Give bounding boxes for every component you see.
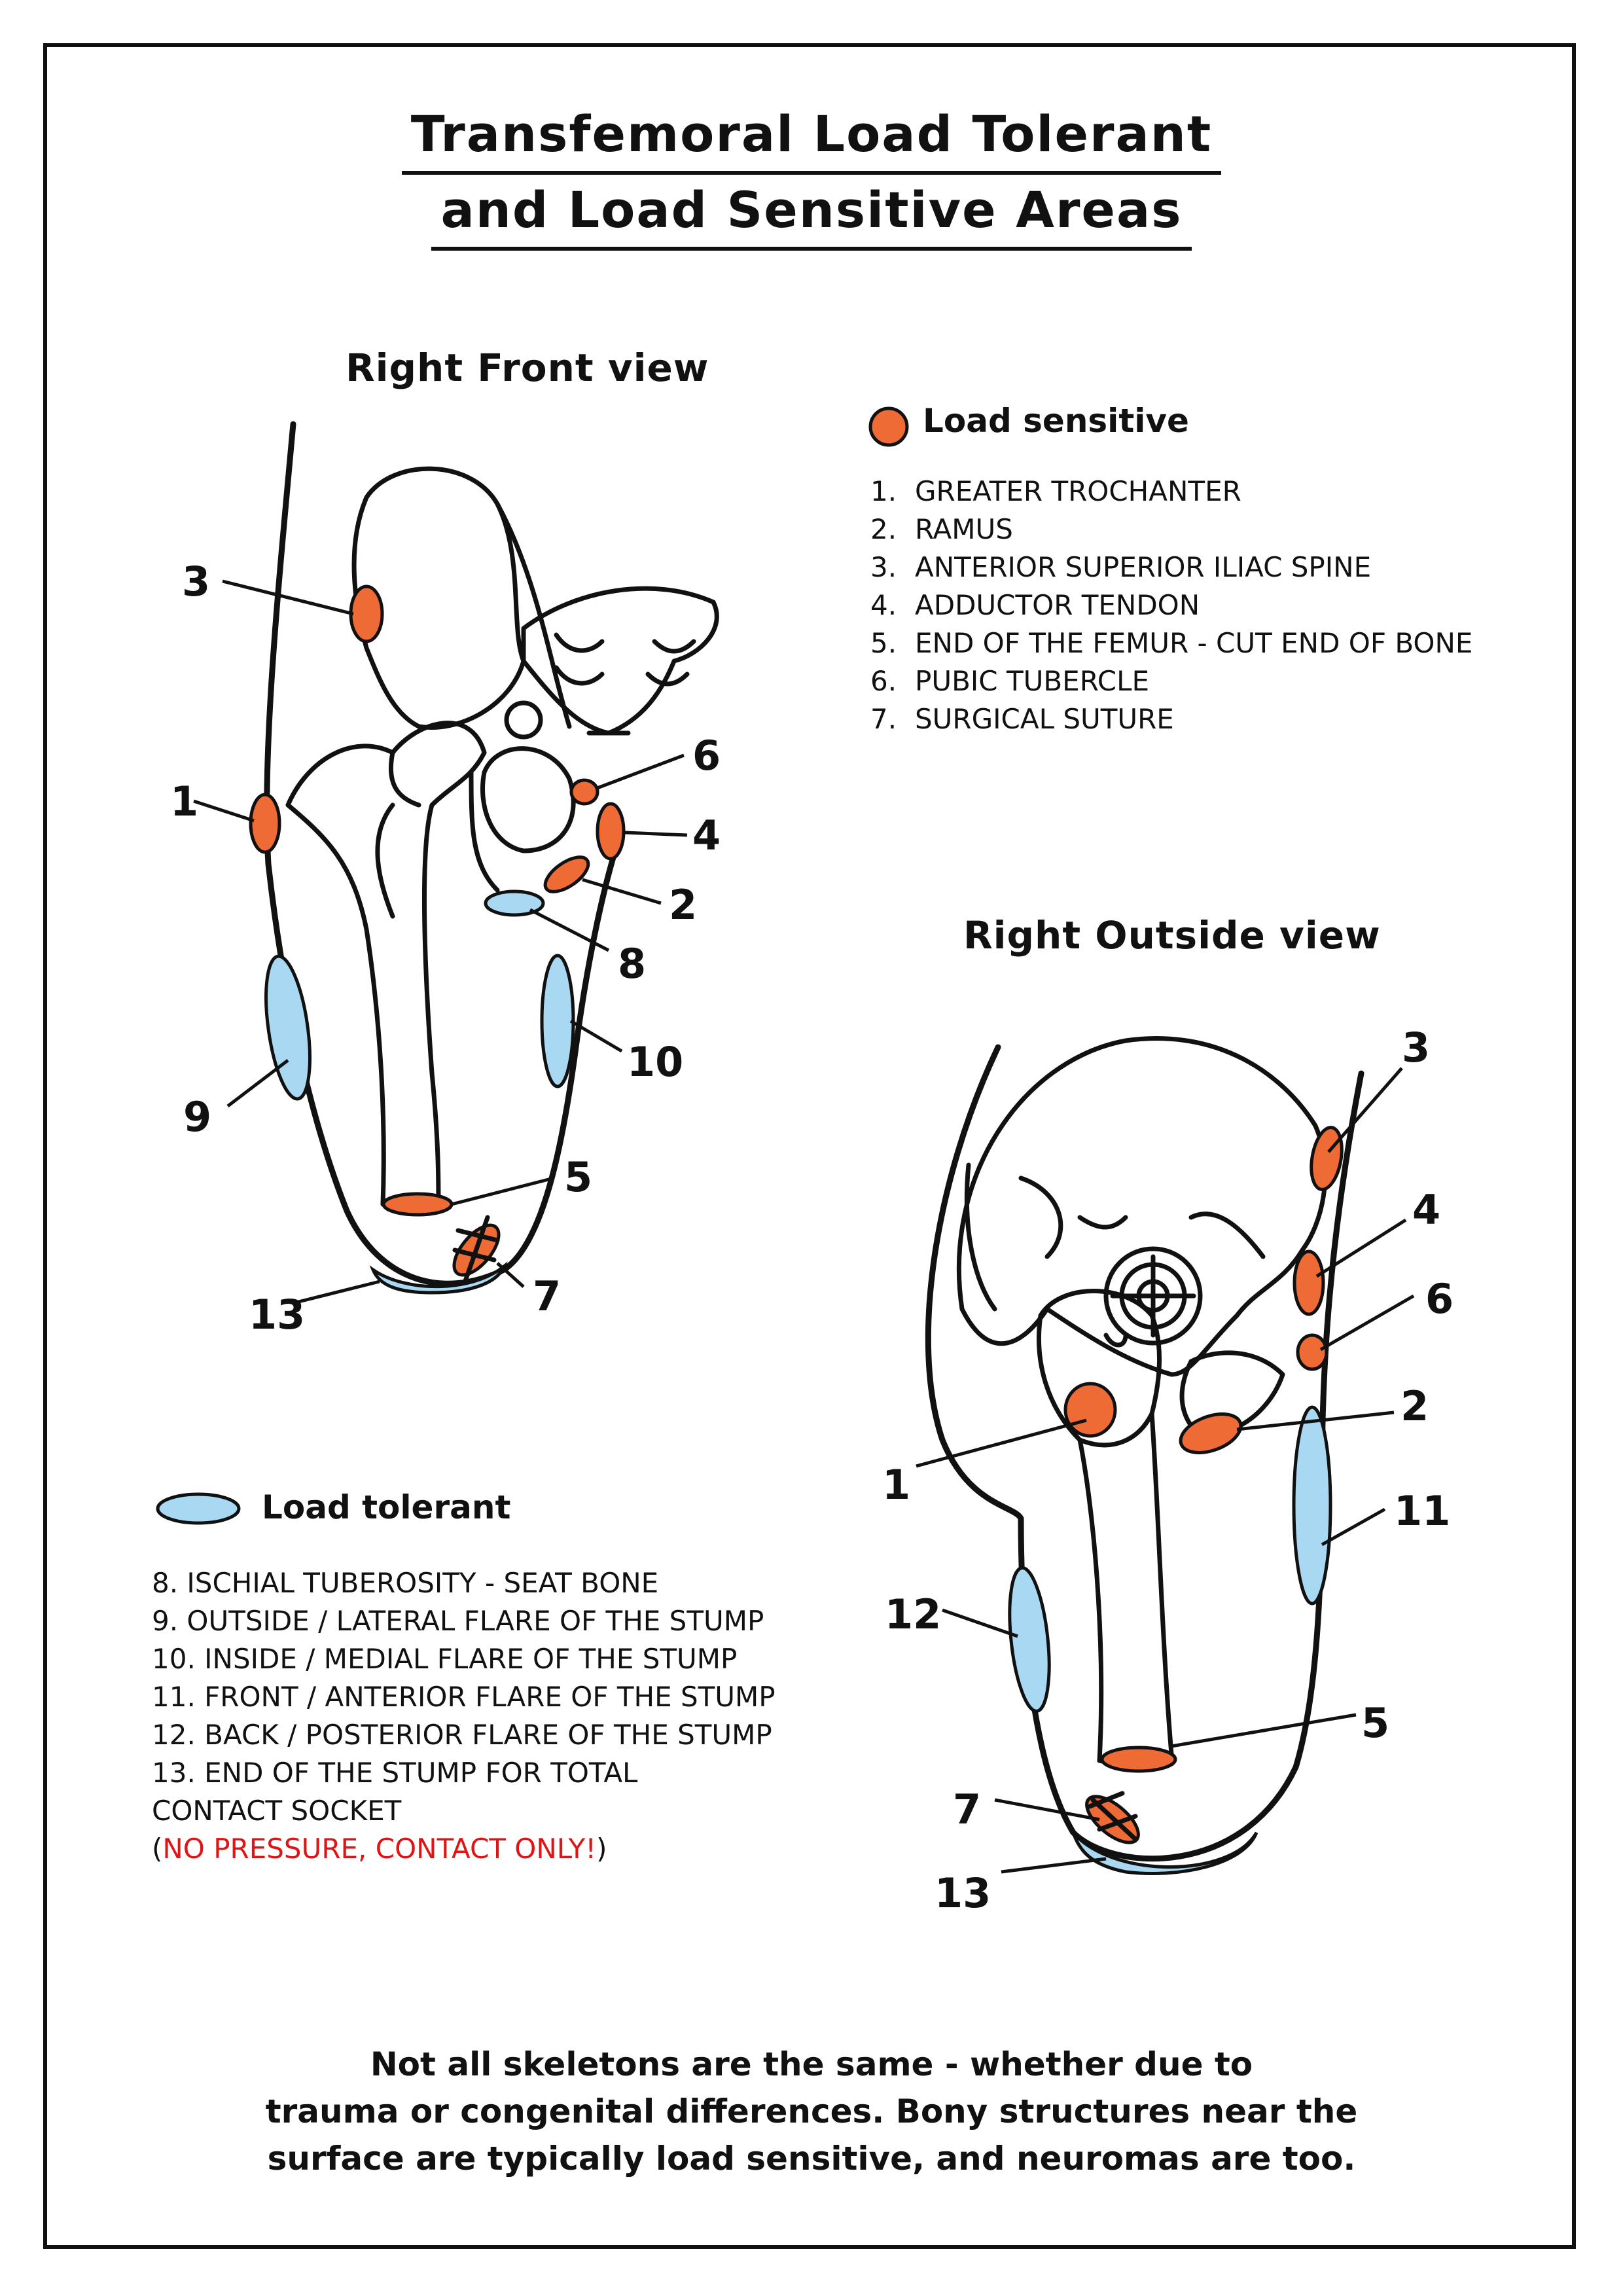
warning-note: (NO PRESSURE, CONTACT ONLY!) — [152, 1833, 607, 1865]
outside-marker-5: 5 — [1361, 1699, 1389, 1747]
front-marker-10: 10 — [627, 1038, 683, 1086]
outside-adductor-tendon — [1293, 1249, 1325, 1316]
front-greater-trochanter — [249, 793, 281, 854]
list-item: 7.SURGICAL SUTURE — [870, 703, 1174, 735]
front-marker-3: 3 — [182, 558, 210, 605]
page-title-line-1: Transfemoral Load Tolerant — [0, 105, 1623, 175]
footer-line-1: Not all skeletons are the same - whether… — [370, 2045, 1253, 2083]
footer-line-2: trauma or congenital differences. Bony s… — [265, 2092, 1358, 2130]
load-tolerant-list: 8. ISCHIAL TUBEROSITY - SEAT BONE 9. OUT… — [152, 1564, 776, 1868]
front-pubic-tubercle — [569, 778, 599, 806]
outside-marker-6: 6 — [1425, 1275, 1454, 1323]
list-item: 3.ANTERIOR SUPERIOR ILIAC SPINE — [870, 551, 1372, 583]
outside-marker-2: 2 — [1400, 1382, 1429, 1430]
list-item: 5.END OF THE FEMUR - CUT END OF BONE — [870, 627, 1473, 659]
page-title-line-2: and Load Sensitive Areas — [0, 181, 1623, 251]
outside-marker-12: 12 — [885, 1590, 941, 1638]
outside-stump-end — [1071, 1831, 1258, 1875]
front-stump-end — [369, 1261, 508, 1295]
front-view-diagram: 3 1 6 4 2 8 9 10 5 13 7 — [170, 421, 721, 1338]
front-ischial-tuberosity — [484, 889, 545, 917]
front-view-title: Right Front view — [346, 346, 709, 390]
load-sensitive-list: 1.GREATER TROCHANTER 2.RAMUS 3.ANTERIOR … — [870, 473, 1472, 738]
load-sensitive-title: Load sensitive — [923, 402, 1189, 440]
outside-marker-11: 11 — [1394, 1487, 1450, 1535]
list-item: 11. FRONT / ANTERIOR FLARE OF THE STUMP — [152, 1681, 776, 1713]
front-sacrum — [521, 586, 719, 736]
load-tolerant-title: Load tolerant — [262, 1488, 511, 1526]
outside-femur — [1037, 1289, 1174, 1767]
outside-ramus — [1179, 1412, 1243, 1454]
front-marker-6: 6 — [692, 732, 721, 780]
list-item: 9. OUTSIDE / LATERAL FLARE OF THE STUMP — [152, 1605, 764, 1637]
front-asis — [349, 584, 384, 643]
outside-pubic-tubercle — [1296, 1333, 1329, 1371]
footer-note: Not all skeletons are the same - whether… — [0, 2041, 1623, 2182]
front-marker-13: 13 — [249, 1291, 305, 1338]
outside-greater-trochanter — [1063, 1382, 1117, 1438]
footer-line-3: surface are typically load sensitive, an… — [267, 2140, 1356, 2178]
outside-marker-7: 7 — [953, 1785, 981, 1833]
front-marker-4: 4 — [692, 812, 721, 859]
outside-femur-end — [1100, 1746, 1177, 1773]
list-item: 12. BACK / POSTERIOR FLARE OF THE STUMP — [152, 1719, 772, 1751]
front-marker-7: 7 — [533, 1272, 561, 1320]
outside-anterior-flare — [1292, 1405, 1332, 1605]
outside-marker-1: 1 — [882, 1461, 910, 1509]
front-stump-outline — [264, 421, 618, 1287]
outside-asis — [1310, 1126, 1344, 1191]
list-item: 10. INSIDE / MEDIAL FLARE OF THE STUMP — [152, 1643, 738, 1675]
outside-view-title: Right Outside view — [963, 913, 1381, 958]
front-marker-9: 9 — [183, 1093, 211, 1141]
outside-marker-13: 13 — [935, 1869, 991, 1917]
front-lateral-flare — [264, 954, 312, 1101]
front-marker-2: 2 — [669, 881, 697, 929]
load-sensitive-swatch — [868, 406, 909, 447]
list-item: 6.PUBIC TUBERCLE — [870, 665, 1150, 697]
outside-posterior-flare — [1008, 1566, 1051, 1713]
outside-marker-3: 3 — [1402, 1024, 1430, 1071]
outside-view-diagram: 3 4 6 2 1 11 12 5 7 13 — [882, 1024, 1454, 1917]
front-marker-5: 5 — [564, 1153, 592, 1201]
front-marker-8: 8 — [618, 940, 646, 988]
outside-marker-4: 4 — [1412, 1186, 1440, 1234]
load-tolerant-swatch — [156, 1492, 241, 1525]
list-item: 1.GREATER TROCHANTER — [870, 475, 1241, 507]
list-item: 4.ADDUCTOR TENDON — [870, 589, 1200, 621]
front-marker-1: 1 — [170, 778, 198, 825]
list-item: 8. ISCHIAL TUBEROSITY - SEAT BONE — [152, 1567, 659, 1599]
outside-acetabulum — [1103, 1246, 1203, 1346]
front-adductor-tendon — [596, 802, 626, 861]
front-ramus — [543, 855, 590, 893]
page-border — [43, 43, 1576, 2249]
front-medial-flare — [540, 954, 575, 1088]
front-femur-end — [382, 1192, 454, 1217]
list-item: 2.RAMUS — [870, 513, 1013, 545]
list-item: CONTACT SOCKET — [152, 1795, 402, 1827]
outside-iliac-wing — [956, 1036, 1328, 1377]
list-item: 13. END OF THE STUMP FOR TOTAL — [152, 1757, 638, 1789]
front-femur — [285, 721, 487, 1211]
